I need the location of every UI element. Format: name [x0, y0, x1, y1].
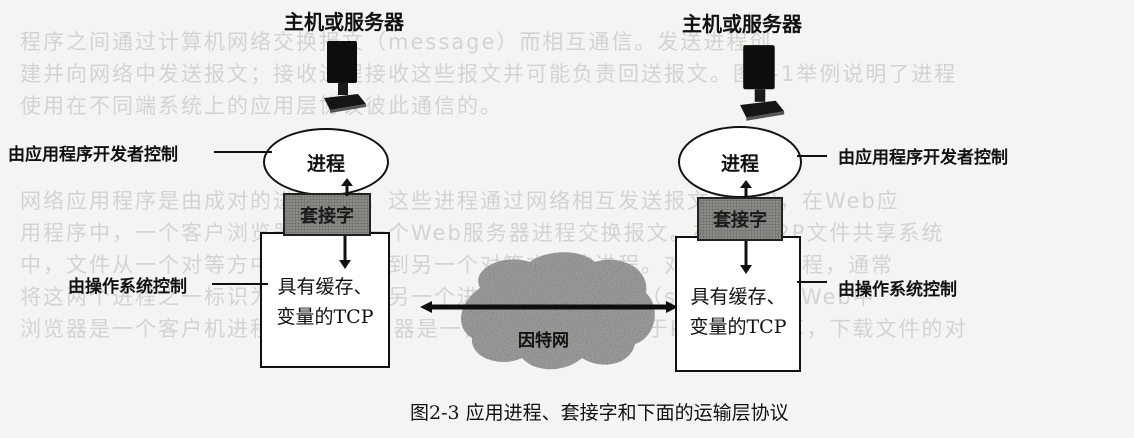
- right-tcp-label: 具有缓存、 变量的TCP: [675, 282, 801, 342]
- internet-label: 因特网: [518, 331, 569, 351]
- right-tcp-box: [675, 236, 801, 372]
- internet-bidirectional-arrow-icon: [420, 301, 678, 313]
- bleed-through-text: 使用在不同端系统上的应用层协议彼此通信的。: [20, 94, 503, 118]
- right-tcp-line1: 具有缓存、: [690, 286, 786, 308]
- right-computer-icon: [740, 45, 785, 121]
- right-process-ellipse: 进程: [678, 126, 802, 198]
- left-host-title: 主机或服务器: [284, 10, 404, 34]
- left-socket-box: 套接字: [283, 193, 371, 236]
- left-process-socket-arrow-icon: [341, 178, 353, 196]
- bleed-through-text: 建并向网络中发送报文；接收进程接收这些报文并可能负责回送报文。图2-1举例说明了…: [20, 62, 958, 86]
- right-app-control-leader: [797, 155, 827, 157]
- right-app-control-label: 由应用程序开发者控制: [838, 148, 1008, 168]
- right-socket-label: 套接字: [713, 210, 767, 231]
- bleed-through-text: 程序之间通过计算机网络交换报文（message）而相互通信。发送进程创: [20, 30, 773, 54]
- figure-caption: 图2-3 应用进程、套接字和下面的运输层协议: [410, 402, 789, 424]
- bleed-through-text: 用程序中，一个客户浏览器进程与一个Web服务器进程交换报文。在一个P2P文件共享…: [20, 221, 945, 245]
- internet-cloud-icon: [461, 252, 655, 370]
- left-tcp-box: [260, 232, 390, 368]
- left-os-control-label: 由操作系统控制: [68, 277, 187, 297]
- left-process-ellipse: 进程: [263, 128, 389, 196]
- right-socket-box: 套接字: [697, 197, 783, 241]
- left-socket-label: 套接字: [300, 205, 354, 227]
- right-os-control-label: 由操作系统控制: [838, 280, 957, 300]
- right-socket-tcp-arrow-icon: [740, 241, 752, 274]
- right-process-socket-arrow-icon: [740, 180, 752, 198]
- left-app-control-leader: [214, 151, 272, 153]
- right-process-label: 进程: [720, 152, 759, 175]
- left-app-control-label: 由应用程序开发者控制: [8, 145, 178, 165]
- left-process-label: 进程: [306, 152, 345, 175]
- right-os-control-leader: [797, 281, 827, 283]
- right-tcp-line2: 变量的TCP: [689, 316, 787, 338]
- left-tcp-line1: 具有缓存、: [277, 276, 373, 298]
- left-os-control-leader: [212, 283, 268, 285]
- left-socket-tcp-arrow-icon: [339, 236, 351, 269]
- left-computer-icon: [324, 41, 366, 113]
- right-host-title: 主机或服务器: [682, 12, 802, 36]
- left-tcp-label: 具有缓存、 变量的TCP: [260, 272, 390, 332]
- left-tcp-line2: 变量的TCP: [276, 306, 374, 328]
